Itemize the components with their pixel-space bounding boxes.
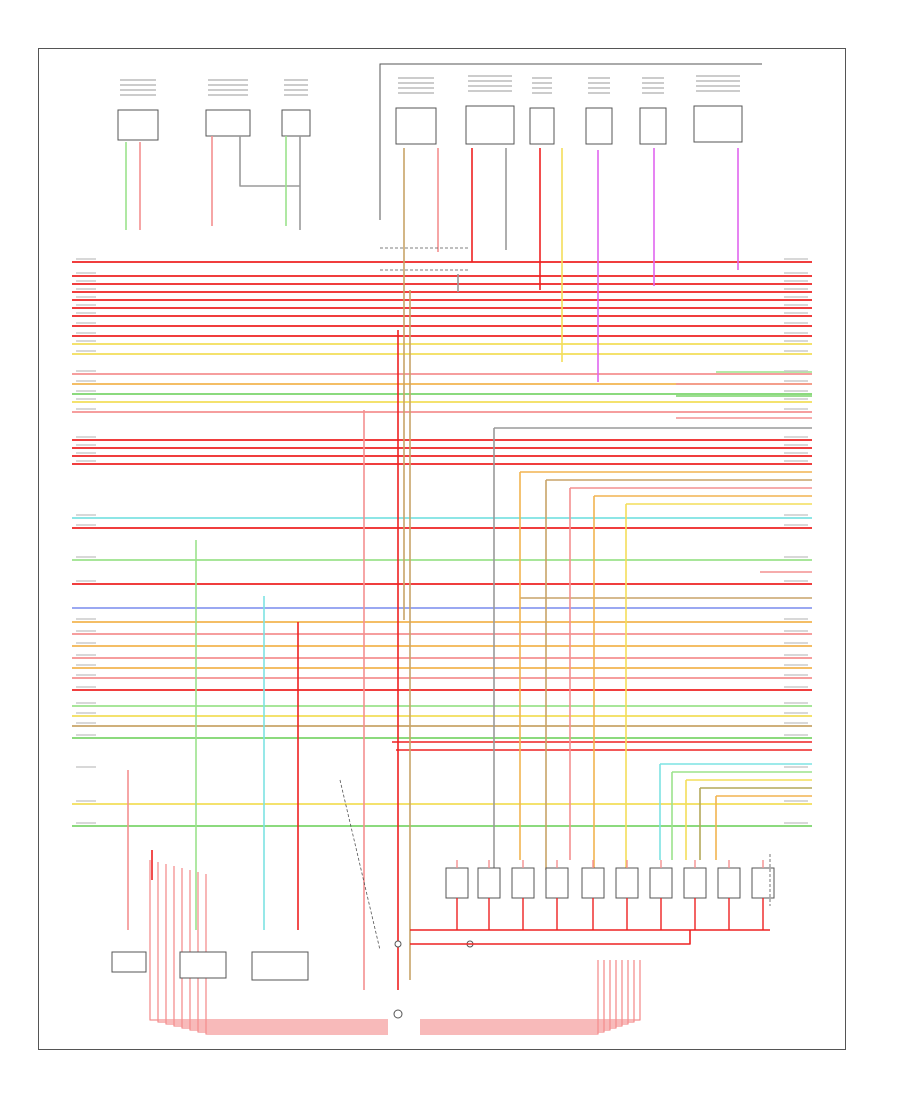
bottom-component-1 <box>111 951 147 973</box>
return-loop-right-6 <box>420 960 611 1031</box>
top-component-9 <box>693 105 743 143</box>
harness-bracket <box>379 63 762 220</box>
injector-2 <box>477 867 501 899</box>
return-loop-1 <box>149 860 388 1021</box>
return-loop-right-8 <box>420 960 599 1035</box>
injector-return-wire <box>410 930 691 945</box>
top-component-4 <box>395 107 437 145</box>
return-loop-3 <box>165 864 388 1025</box>
splice-node-upper <box>394 940 402 948</box>
return-loop-right-7 <box>420 960 605 1033</box>
bottom-component-3 <box>251 951 309 981</box>
injector-8 <box>683 867 707 899</box>
injector-1 <box>445 867 469 899</box>
return-loop-right-5 <box>420 960 617 1029</box>
top-component-6 <box>529 107 555 145</box>
top-component-5 <box>465 105 515 145</box>
injector-10 <box>751 867 775 899</box>
drop-wire-4 <box>239 136 300 187</box>
injector-7 <box>649 867 673 899</box>
return-loop-5 <box>181 868 388 1029</box>
top-component-1 <box>117 109 159 141</box>
return-loop-right-2 <box>420 960 635 1023</box>
splice-node <box>393 1009 403 1019</box>
return-loop-right-3 <box>420 960 629 1025</box>
injector-5 <box>581 867 605 899</box>
return-loop-right-4 <box>420 960 623 1027</box>
injector-9 <box>717 867 741 899</box>
bottom-component-2 <box>179 951 227 979</box>
return-loop-6 <box>189 870 388 1031</box>
top-component-3 <box>281 109 311 137</box>
diagram-frame <box>38 48 846 1050</box>
top-component-7 <box>585 107 613 145</box>
return-loop-2 <box>157 862 388 1023</box>
return-loop-8 <box>205 874 388 1035</box>
top-component-8 <box>639 107 667 145</box>
injector-3 <box>511 867 535 899</box>
injector-6 <box>615 867 639 899</box>
return-loop-4 <box>173 866 388 1027</box>
injector-4 <box>545 867 569 899</box>
return-loop-7 <box>197 872 388 1033</box>
connector-leader <box>339 779 381 951</box>
top-component-2 <box>205 109 251 137</box>
return-loop-right-1 <box>420 960 641 1021</box>
